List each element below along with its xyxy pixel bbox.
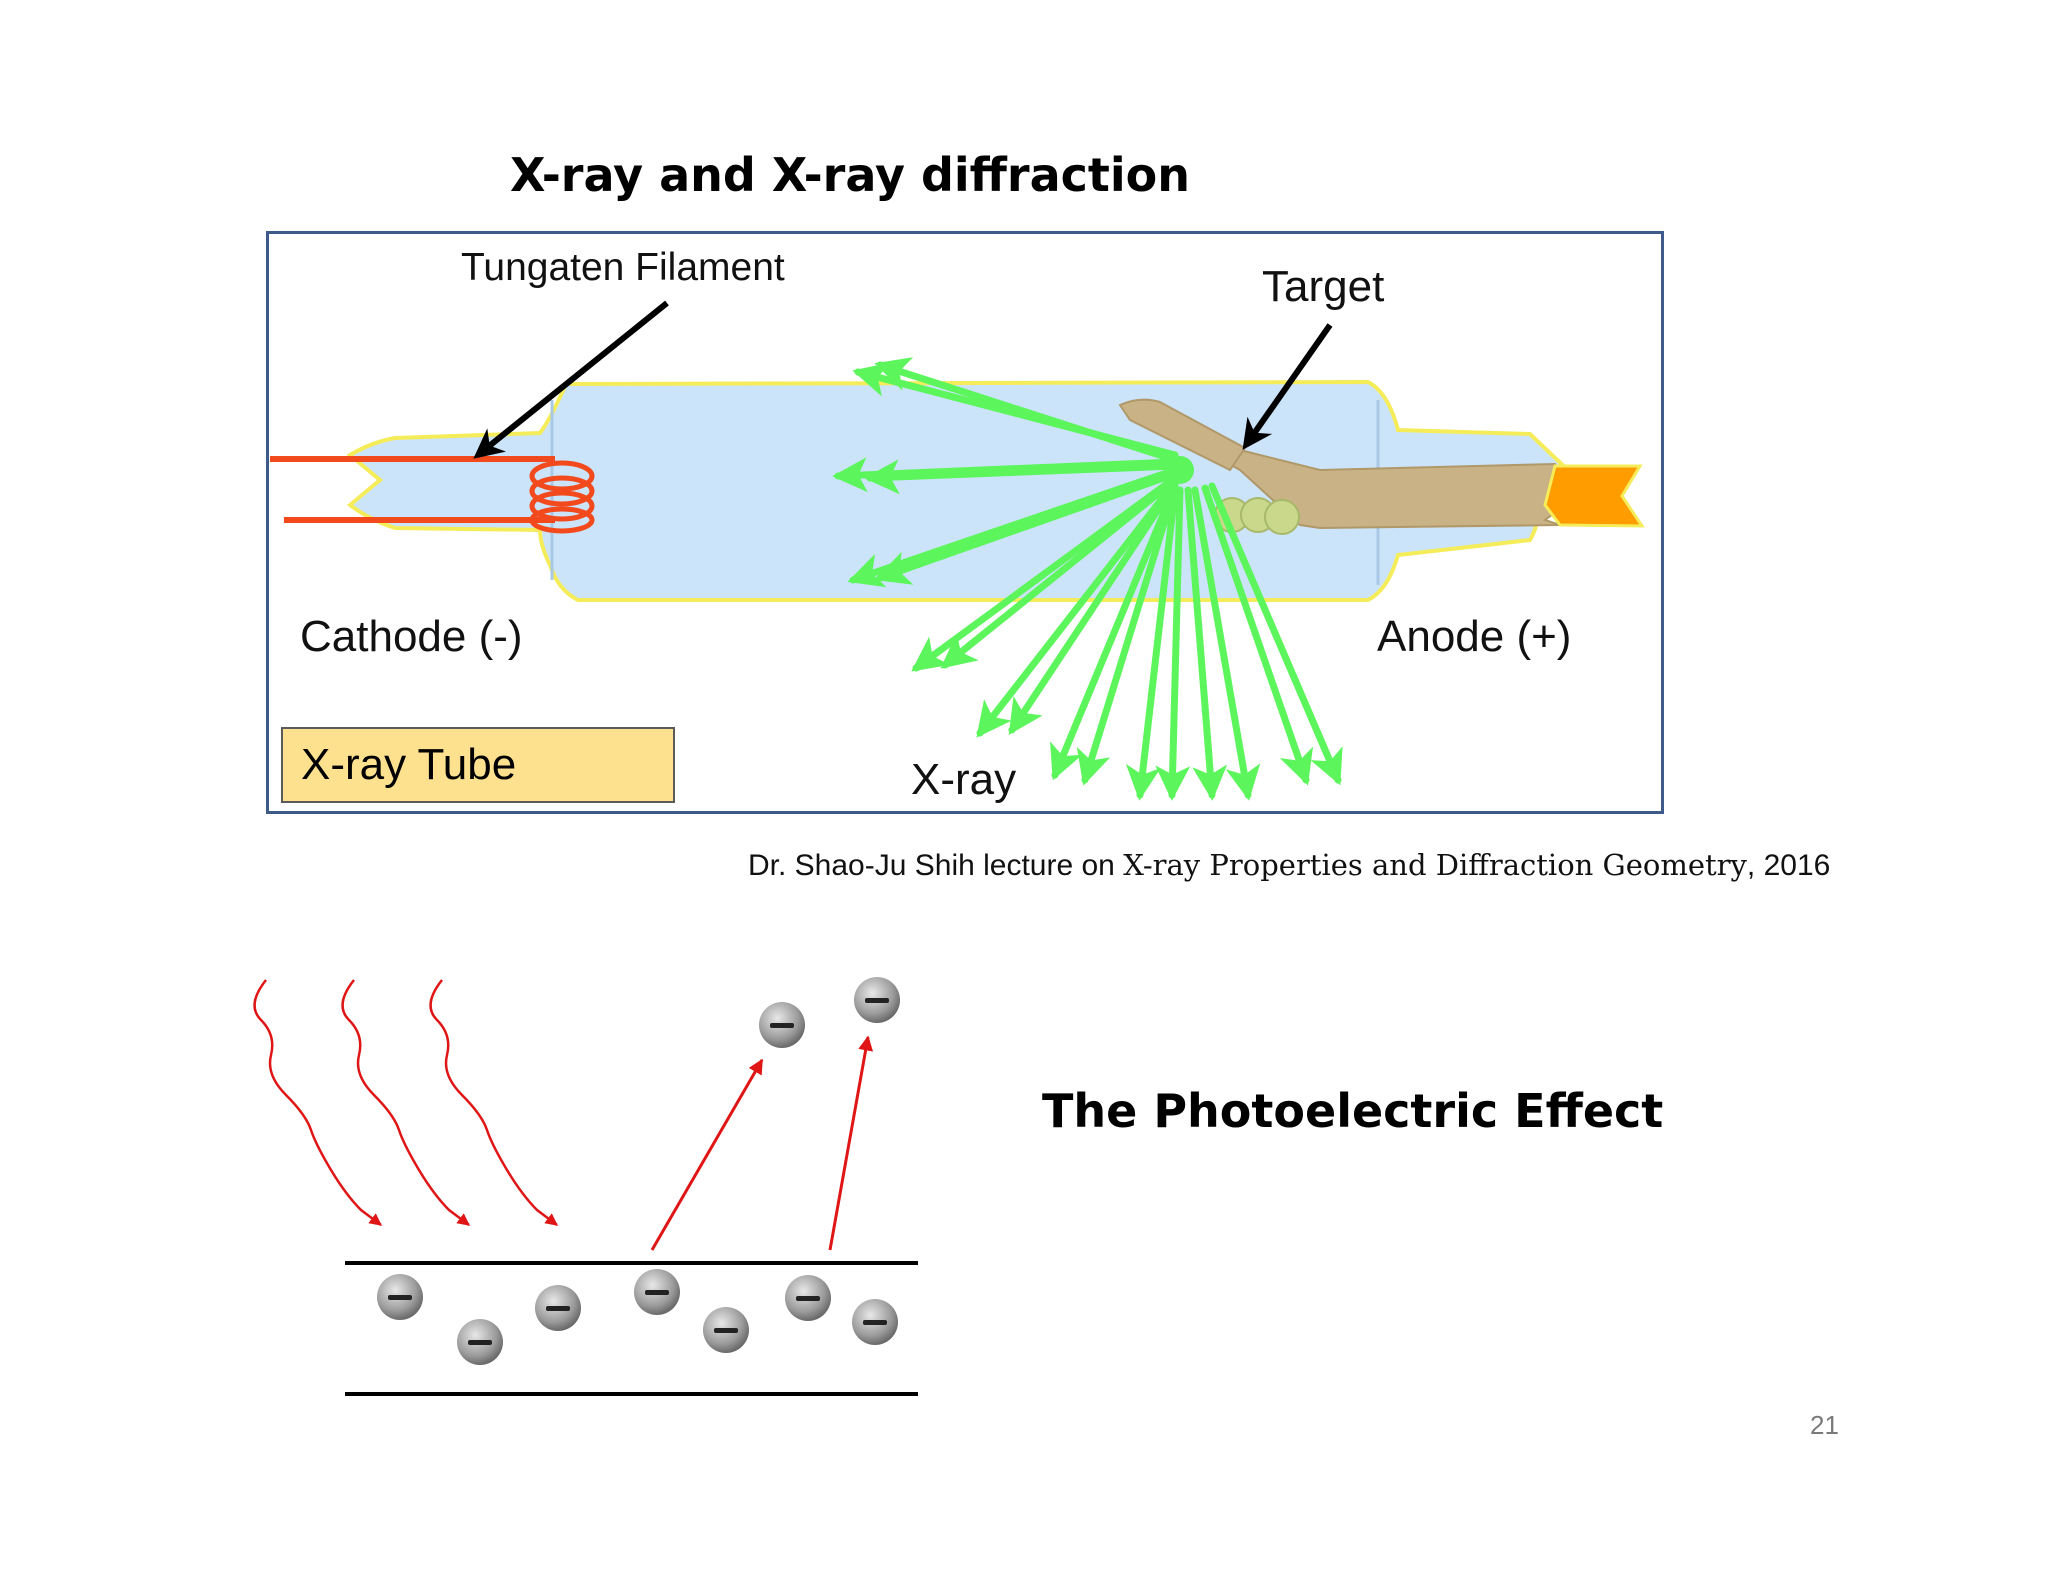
credit-suffix: , 2016 [1746,849,1831,882]
anode-label: Anode (+) [1377,612,1572,661]
credit-prefix: Dr. Shao-Ju Shih lecture on [748,849,1124,882]
incoming-photons [253,979,558,1226]
filament-label: Tungaten Filament [461,246,785,289]
xray-tube-tag: X-ray Tube [281,727,675,803]
page-number: 21 [1810,1410,1839,1440]
xray-beams [832,357,1343,801]
anode-target-face [1118,398,1247,472]
xray-tube-diagram [270,300,1645,801]
target-callout-arrow [1242,323,1333,450]
emitted-path-2 [828,1035,874,1251]
cathode-label: Cathode (-) [300,612,523,661]
electron [854,977,900,1023]
electron [703,1307,749,1353]
electron [634,1269,680,1315]
filament-coil [529,460,595,534]
credit-topic: X-ray Properties and Diffraction Geometr… [1123,848,1747,882]
electron [457,1319,503,1365]
photoelectric-title: The Photoelectric Effect [1042,1084,1664,1138]
electron [785,1275,831,1321]
electron [759,1002,805,1048]
electron [852,1299,898,1345]
xray-label: X-ray [911,755,1017,804]
xray-tube-frame [266,231,1664,814]
filament-callout-arrow [473,300,669,459]
emitted-path-1 [650,1058,764,1251]
electron [377,1274,423,1320]
photoelectric-diagram [253,977,918,1396]
electron [535,1285,581,1331]
page-title: X-ray and X-ray diffraction [510,148,1191,202]
credit-line: Dr. Shao-Ju Shih lecture on X-ray Proper… [748,848,1830,883]
electrons [377,977,900,1365]
target-label: Target [1262,262,1385,311]
anode-tip [1543,464,1645,528]
